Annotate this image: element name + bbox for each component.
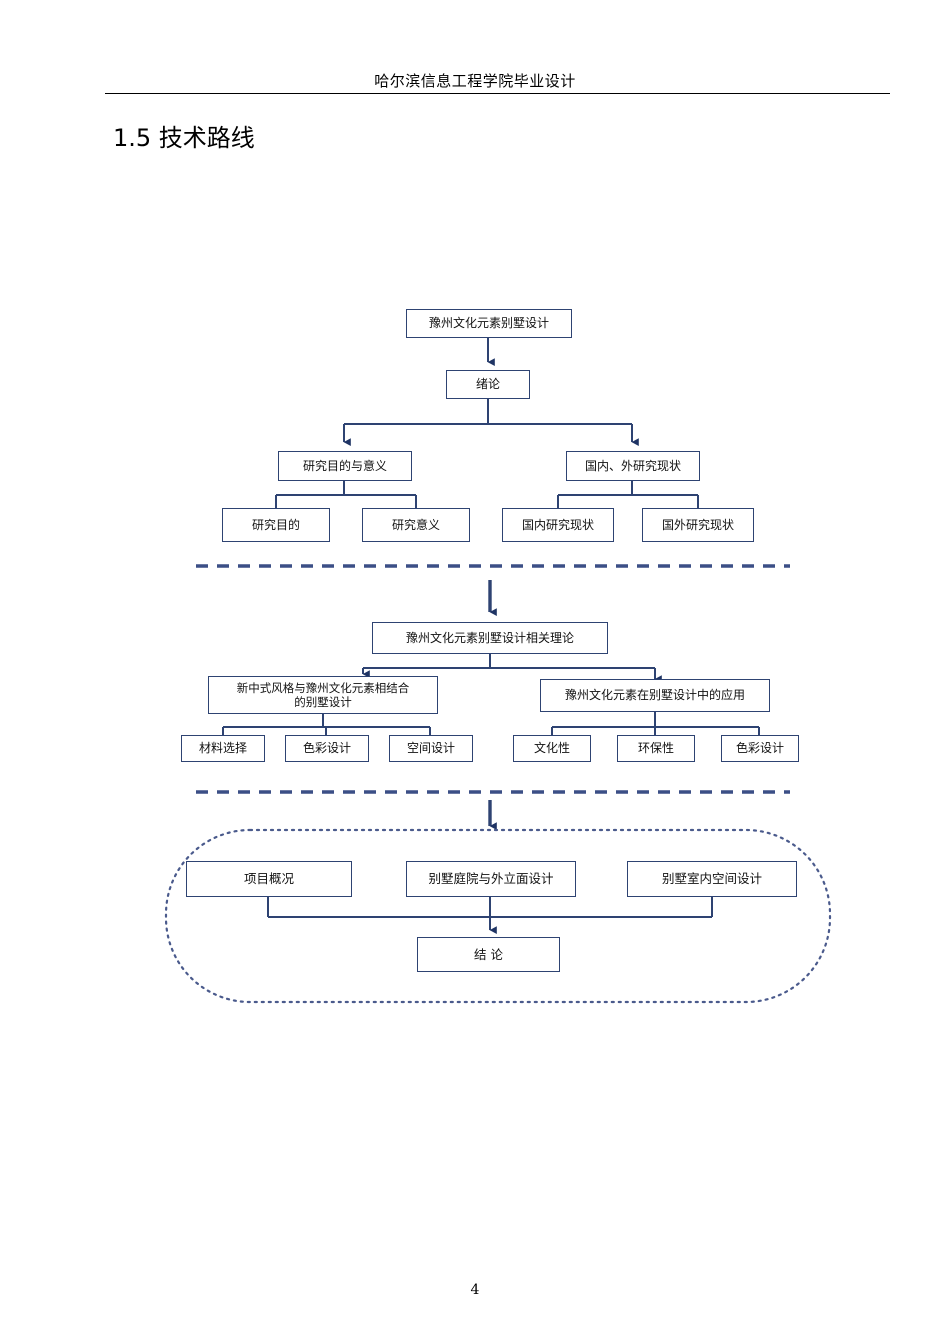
page-title: 1.5 技术路线 <box>113 124 255 152</box>
flow-node-related-theory[interactable]: 豫州文化元素别墅设计相关理论 <box>372 622 608 654</box>
flow-node-cultural-attribute[interactable]: 文化性 <box>513 735 591 762</box>
flow-node-conclusion[interactable]: 结 论 <box>417 937 560 972</box>
flow-node-environmental-attribute[interactable]: 环保性 <box>617 735 695 762</box>
flow-node-space-design[interactable]: 空间设计 <box>389 735 473 762</box>
flow-node-research-purpose[interactable]: 研究目的 <box>222 508 330 542</box>
flow-node-material-selection[interactable]: 材料选择 <box>181 735 265 762</box>
page-number: 4 <box>470 1282 480 1298</box>
flow-node-root-design[interactable]: 豫州文化元素别墅设计 <box>406 309 572 338</box>
flow-node-color-design-left[interactable]: 色彩设计 <box>285 735 369 762</box>
flow-node-yuzhou-elements-application[interactable]: 豫州文化元素在别墅设计中的应用 <box>540 679 770 712</box>
flow-node-research-significance[interactable]: 研究意义 <box>362 508 470 542</box>
flow-node-introduction[interactable]: 绪论 <box>446 370 530 399</box>
flow-node-interior-space-design[interactable]: 别墅室内空间设计 <box>627 861 797 897</box>
flow-node-domestic-research-status[interactable]: 国内研究现状 <box>502 508 614 542</box>
flow-node-newchinese-style-villa[interactable]: 新中式风格与豫州文化元素相结合 的别墅设计 <box>208 676 438 714</box>
flow-node-color-design-right[interactable]: 色彩设计 <box>721 735 799 762</box>
flow-node-research-status-domestic-foreign[interactable]: 国内、外研究现状 <box>566 451 700 481</box>
page-header-text: 哈尔滨信息工程学院毕业设计 <box>374 72 576 90</box>
header-rule <box>105 93 890 94</box>
flow-node-courtyard-facade-design[interactable]: 别墅庭院与外立面设计 <box>406 861 576 897</box>
flow-node-research-purpose-significance[interactable]: 研究目的与意义 <box>278 451 412 481</box>
flow-node-project-overview[interactable]: 项目概况 <box>186 861 352 897</box>
flow-node-foreign-research-status[interactable]: 国外研究现状 <box>642 508 754 542</box>
